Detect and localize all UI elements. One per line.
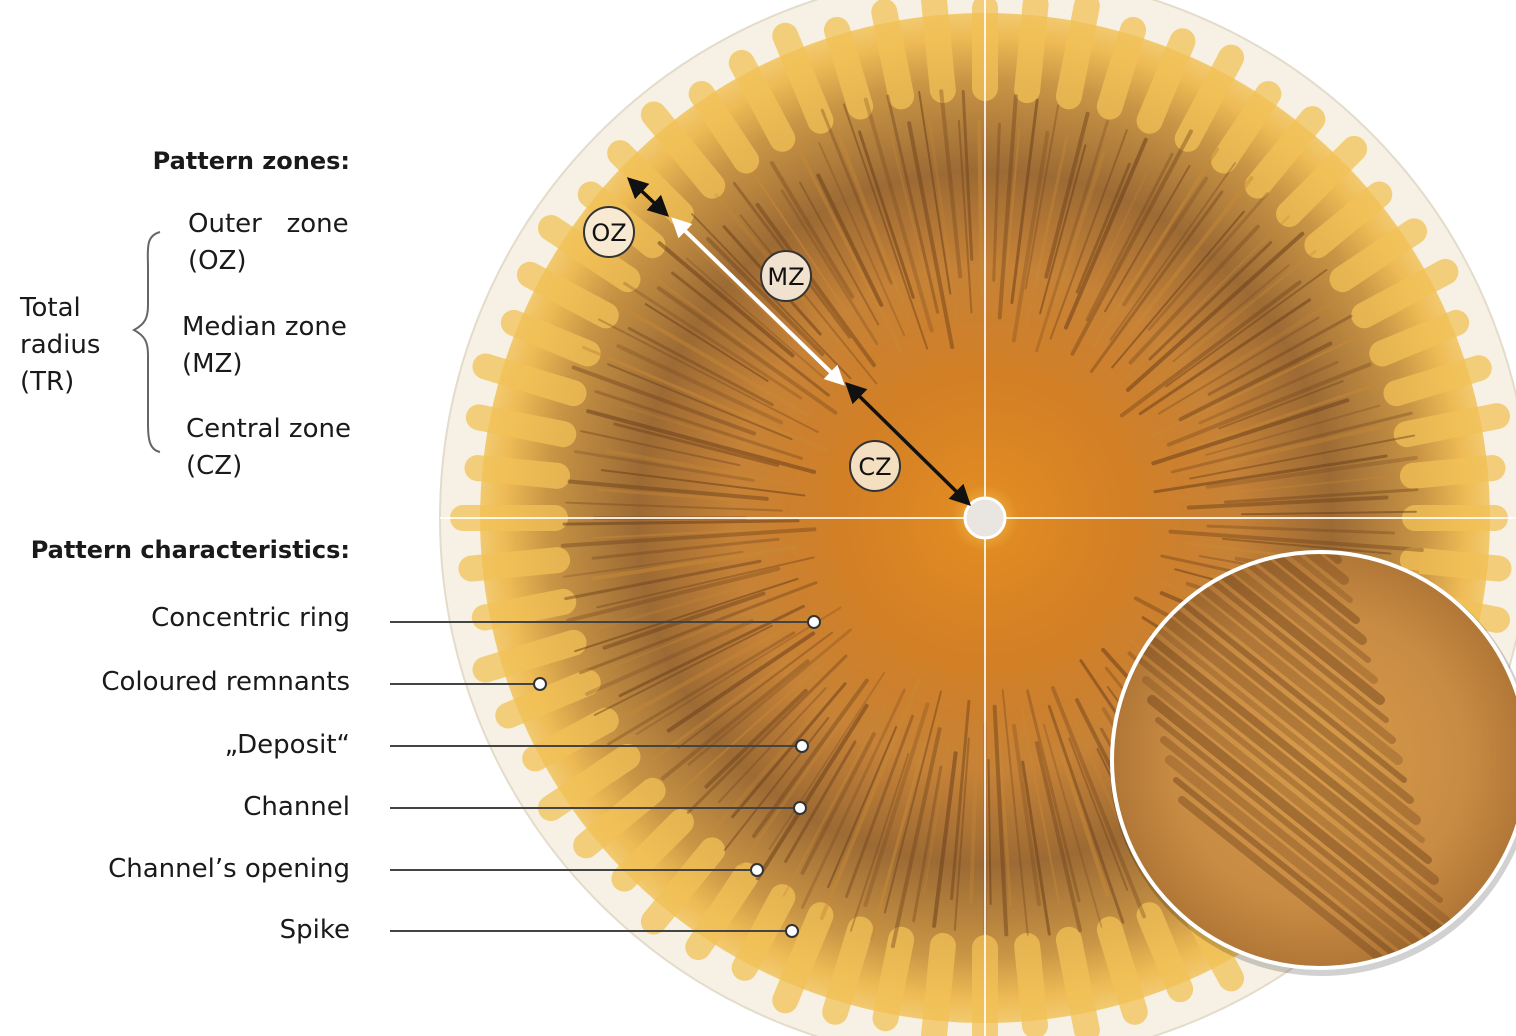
total-radius-line-3: (TR) xyxy=(20,364,100,401)
label-concentric-ring: Concentric ring xyxy=(151,600,350,637)
median-zone-label: Median zone (MZ) xyxy=(182,309,347,383)
pattern-characteristics-heading: Pattern characteristics: xyxy=(31,532,350,569)
central-zone-label: Central zone (CZ) xyxy=(186,411,351,485)
spike-33 xyxy=(477,468,557,476)
outer-zone-name: Outer zone xyxy=(188,206,349,243)
spike-18 xyxy=(886,940,902,1018)
mz-badge-label: MZ xyxy=(767,263,804,291)
spike-63 xyxy=(1413,468,1493,476)
spike-47 xyxy=(934,0,943,90)
spike-30 xyxy=(485,602,563,618)
spike-46 xyxy=(884,12,901,96)
spike-49 xyxy=(1027,4,1035,90)
total-radius-brace xyxy=(134,232,160,452)
cz-badge-label: CZ xyxy=(858,453,891,481)
marker-channel-opening xyxy=(751,864,763,876)
total-radius-label: Total radius (TR) xyxy=(20,290,100,401)
mz-badge: MZ xyxy=(761,251,811,301)
label-channel: Channel xyxy=(243,789,350,826)
label-coloured-remnants: Coloured remnants xyxy=(101,664,350,701)
marker-concentric-ring xyxy=(808,616,820,628)
spike-17 xyxy=(934,946,943,1036)
marker-channel xyxy=(794,802,806,814)
outer-zone-abbr: (OZ) xyxy=(188,243,349,280)
median-zone-name: Median zone xyxy=(182,309,347,346)
marker-spike xyxy=(786,925,798,937)
spike-31 xyxy=(471,560,557,568)
spike-14 xyxy=(1069,940,1087,1030)
marker-deposit xyxy=(796,740,808,752)
spike-15 xyxy=(1027,946,1035,1026)
spike-50 xyxy=(1069,6,1087,96)
label-channel-opening: Channel’s opening xyxy=(108,851,350,888)
spike-62 xyxy=(1407,416,1497,434)
total-radius-line-1: Total xyxy=(20,290,100,327)
oz-badge-label: OZ xyxy=(591,219,626,247)
channel-streak-164 xyxy=(979,122,982,296)
label-deposit: „Deposit“ xyxy=(225,727,350,764)
median-zone-abbr: (MZ) xyxy=(182,346,347,383)
total-radius-line-2: radius xyxy=(20,327,100,364)
cz-badge: CZ xyxy=(850,441,900,491)
outer-zone-label: Outer zone (OZ) xyxy=(188,206,349,280)
label-spike: Spike xyxy=(280,912,350,949)
marker-coloured-remnants xyxy=(534,678,546,690)
center-hole xyxy=(965,498,1005,538)
spike-34 xyxy=(479,417,563,434)
oz-badge: OZ xyxy=(584,207,634,257)
central-zone-abbr: (CZ) xyxy=(186,448,351,485)
central-zone-name: Central zone xyxy=(186,411,351,448)
pattern-zones-heading: Pattern zones: xyxy=(153,143,350,180)
spike-1 xyxy=(1413,560,1499,568)
